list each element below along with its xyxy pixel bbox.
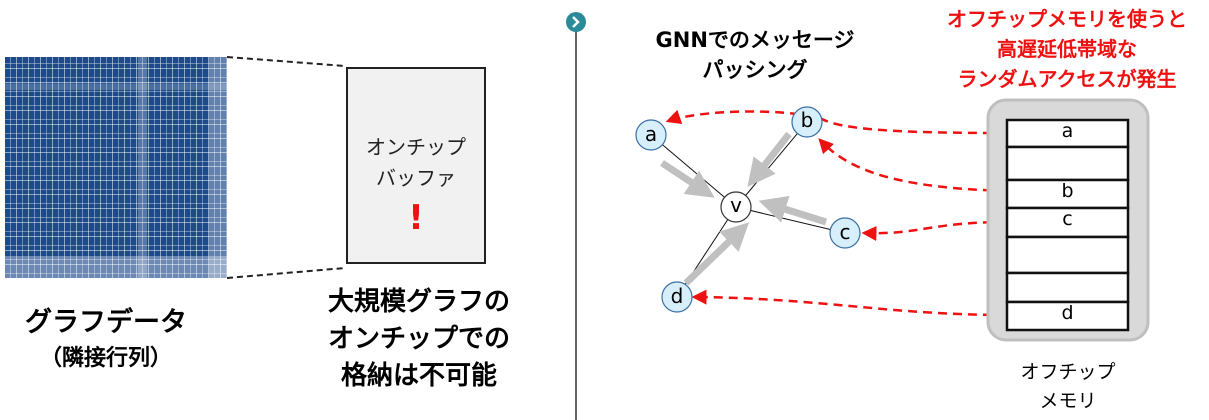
node-c bbox=[829, 217, 861, 249]
node-a bbox=[635, 119, 667, 151]
adjacency-matrix-image bbox=[5, 57, 227, 278]
onchip-buffer bbox=[346, 67, 486, 264]
caption-onchip-impossible: 大規模グラフの オンチップでの 格納は不可能 bbox=[327, 287, 510, 391]
zoom-line-bottom bbox=[226, 267, 346, 279]
memory-row-d: d bbox=[1061, 302, 1074, 324]
chevron-right-icon[interactable] bbox=[566, 12, 586, 32]
alert-icon: ! bbox=[408, 198, 424, 238]
memory-label: オフチップ メモリ bbox=[1020, 361, 1116, 412]
memory-row-a: a bbox=[1061, 120, 1074, 142]
zoom-line-top bbox=[226, 56, 346, 67]
node-v bbox=[720, 191, 752, 223]
node-v-label: v bbox=[730, 193, 742, 217]
buffer-label-2: バッファ bbox=[376, 166, 456, 190]
node-a-label: a bbox=[644, 122, 658, 146]
memory-table bbox=[1005, 118, 1130, 332]
memory-row-c: c bbox=[1062, 208, 1073, 230]
node-d bbox=[661, 281, 693, 313]
buffer-label-1: オンチップ bbox=[366, 135, 466, 159]
memory-row-b: b bbox=[1061, 180, 1074, 202]
node-c-label: c bbox=[839, 220, 851, 244]
node-b bbox=[791, 106, 823, 138]
graph-data-label: グラフデータ bbox=[25, 307, 187, 338]
node-d-label: d bbox=[670, 284, 684, 308]
warning-text: オフチップメモリを使うと 高遅延低帯域な ランダムアクセスが発生 bbox=[947, 7, 1187, 91]
node-b-label: b bbox=[800, 108, 814, 132]
memory-access-arrows bbox=[665, 109, 1008, 317]
gnn-title: GNNでのメッセージ パッシング bbox=[655, 28, 855, 82]
message-arrows bbox=[660, 131, 828, 286]
adjacency-matrix-label: （隣接行列） bbox=[39, 346, 172, 371]
